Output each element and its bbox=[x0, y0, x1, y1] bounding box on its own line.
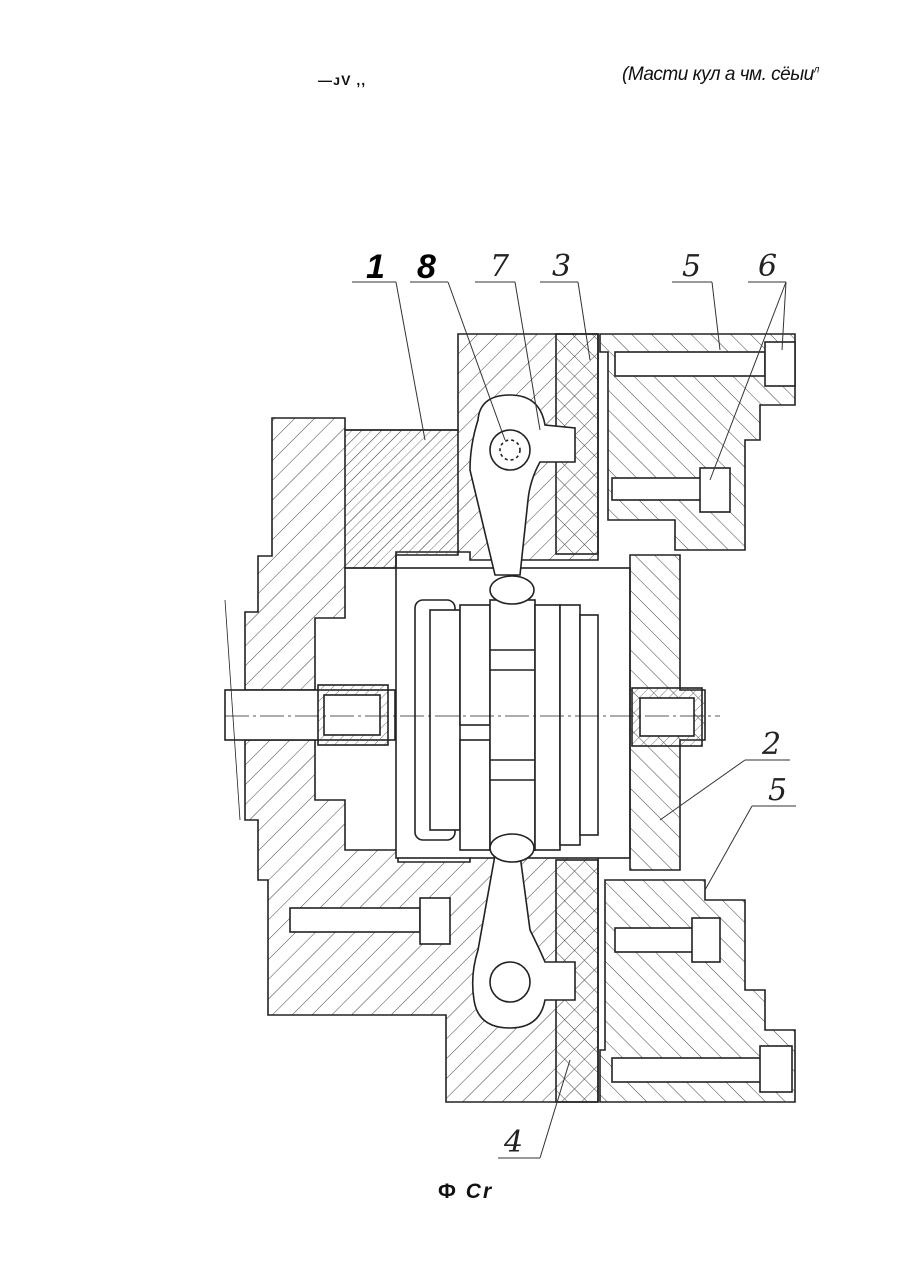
callout-2: 2 bbox=[761, 727, 781, 762]
gear-disc-right bbox=[560, 605, 580, 845]
gear-column-a bbox=[460, 605, 490, 725]
callout-4: 4 bbox=[503, 1125, 523, 1160]
screw-bottom-2-head bbox=[760, 1046, 792, 1092]
callout-6: 6 bbox=[758, 249, 777, 284]
screw-left bbox=[290, 908, 420, 932]
screw-left-head bbox=[420, 898, 450, 944]
drawing-geometry bbox=[225, 334, 795, 1102]
body-1 bbox=[345, 430, 458, 568]
screw-bottom-2 bbox=[612, 1058, 762, 1082]
callout-1: 1 bbox=[366, 248, 385, 286]
figure-caption: Ф Cr bbox=[438, 1180, 493, 1204]
caption-suffix: Cr bbox=[466, 1180, 493, 1203]
callout-3: 3 bbox=[552, 249, 571, 284]
leader-5bottom bbox=[705, 806, 752, 890]
gear-disc-right-2 bbox=[580, 615, 598, 835]
screw-bottom-1 bbox=[615, 928, 695, 952]
screw-top-1-head bbox=[765, 342, 795, 386]
caption-prefix: Ф bbox=[438, 1180, 458, 1203]
screw-bottom-1-head bbox=[692, 918, 720, 962]
screw-top-1 bbox=[615, 352, 765, 376]
gear-core bbox=[490, 600, 535, 850]
pin-8-lower bbox=[490, 962, 530, 1002]
gear-disc-left-inner bbox=[430, 610, 460, 830]
screw-top-2 bbox=[612, 478, 702, 500]
callout-8: 8 bbox=[417, 248, 436, 286]
screw-top-2-head bbox=[700, 468, 730, 512]
leader-1 bbox=[396, 282, 425, 440]
shaft-bore-right-inner bbox=[640, 698, 694, 736]
gear-column-b bbox=[460, 740, 490, 850]
callout-5-top: 5 bbox=[682, 249, 701, 284]
callout-7: 7 bbox=[490, 249, 510, 284]
roller-bottom bbox=[490, 834, 534, 862]
pin-8-upper bbox=[490, 430, 530, 470]
callout-5-bottom: 5 bbox=[768, 773, 787, 808]
gear-column-c bbox=[535, 605, 560, 850]
roller-top bbox=[490, 576, 534, 604]
shaft-bore-left-inner bbox=[324, 695, 380, 735]
